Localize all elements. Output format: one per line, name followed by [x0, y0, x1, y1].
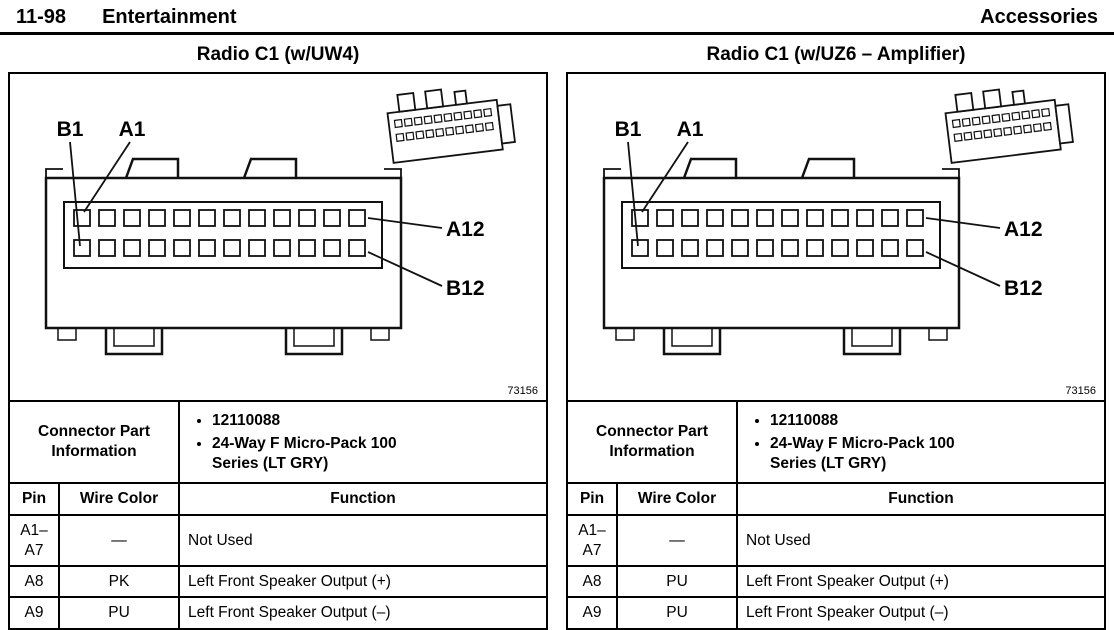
pin-table-row: A9 PU Left Front Speaker Output (–) [566, 596, 1106, 630]
pin-labels: B1 A1 A12 B12 [615, 118, 1043, 300]
wire-color-cell: PU [615, 596, 739, 630]
pin-table-row: A8 PK Left Front Speaker Output (+) [8, 564, 548, 599]
part-info-bullets: 12110088 24-Way F Micro-Pack 100 Series … [736, 399, 1106, 485]
col-header-wire-color: Wire Color [615, 482, 739, 517]
col-header-pin: Pin [8, 482, 60, 517]
connector-front-view [44, 157, 403, 356]
pin-cell: A1– A7 [8, 514, 60, 567]
connector-pin-grid [73, 209, 366, 257]
pin-table-row: A1– A7 — Not Used [566, 514, 1106, 567]
connector-diagram-box: B1 A1 A12 B12 [8, 72, 548, 402]
part-info-label: Connector Part Information [7, 399, 181, 485]
pin-label-b1: B1 [57, 118, 84, 141]
pin-cell: A9 [8, 596, 60, 630]
wire-color-cell: PU [57, 596, 181, 630]
function-cell: Left Front Speaker Output (–) [178, 596, 548, 630]
connector-type: 24-Way F Micro-Pack 100 Series (LT GRY) [770, 434, 995, 473]
pin-labels: B1 A1 A12 B12 [57, 118, 485, 300]
connector-diagram: B1 A1 A12 B12 [602, 88, 1074, 356]
pin-leader-lines [627, 141, 1001, 287]
pin-leader-lines [69, 141, 443, 287]
connector-pin-grid [631, 209, 924, 257]
part-info-bullets: 12110088 24-Way F Micro-Pack 100 Series … [178, 399, 548, 485]
section-title: Entertainment [102, 6, 237, 28]
function-cell: Not Used [736, 514, 1106, 567]
pin-table: Connector Part Information 12110088 24-W… [7, 399, 548, 630]
pin-label-b12: B12 [1004, 277, 1043, 300]
panel-columns: Radio C1 (w/UW4) [0, 35, 1114, 630]
col-header-pin: Pin [566, 482, 618, 517]
pin-cell: A8 [566, 564, 618, 599]
wire-color-cell: — [615, 514, 739, 567]
part-info-row: Connector Part Information 12110088 24-W… [7, 399, 548, 485]
section-number: 11-98 [16, 6, 67, 28]
pin-label-a1: A1 [119, 118, 146, 141]
pin-table: Connector Part Information 12110088 24-W… [565, 399, 1106, 630]
pin-cell: A1– A7 [566, 514, 618, 567]
connector-type: 24-Way F Micro-Pack 100 Series (LT GRY) [212, 434, 437, 473]
function-cell: Left Front Speaker Output (+) [178, 564, 548, 599]
pin-cell: A9 [566, 596, 618, 630]
connector-diagram-box: B1 A1 A12 B12 [566, 72, 1106, 402]
pin-label-a1: A1 [677, 118, 704, 141]
wire-color-cell: — [57, 514, 181, 567]
panel-title: Radio C1 (w/UW4) [196, 44, 360, 65]
pin-label-b12: B12 [446, 277, 485, 300]
figure-number: 73156 [507, 385, 538, 397]
wire-color-cell: PK [57, 564, 181, 599]
pin-label-a12: A12 [1004, 218, 1043, 241]
pin-table-header-row: Pin Wire Color Function [8, 482, 548, 517]
connector-3d-icon [386, 88, 516, 164]
connector-diagram: B1 A1 A12 B12 [44, 88, 516, 356]
pin-label-a12: A12 [446, 218, 485, 241]
part-info-label: Connector Part Information [565, 399, 739, 485]
connector-front-view [602, 157, 961, 356]
connector-panel-uz6: Radio C1 (w/UZ6 – Amplifier) [565, 35, 1106, 630]
pin-table-row: A9 PU Left Front Speaker Output (–) [8, 596, 548, 630]
connector-3d-icon [944, 88, 1074, 164]
pin-table-row: A8 PU Left Front Speaker Output (+) [566, 564, 1106, 599]
pin-table-row: A1– A7 — Not Used [8, 514, 548, 567]
panel-title: Radio C1 (w/UZ6 – Amplifier) [706, 44, 966, 65]
connector-panel-uw4: Radio C1 (w/UW4) [7, 35, 548, 630]
part-number: 12110088 [212, 411, 437, 430]
part-info-row: Connector Part Information 12110088 24-W… [565, 399, 1106, 485]
pin-table-header-row: Pin Wire Color Function [566, 482, 1106, 517]
pin-cell: A8 [8, 564, 60, 599]
col-header-function: Function [178, 482, 548, 517]
function-cell: Not Used [178, 514, 548, 567]
header-right-title: Accessories [980, 6, 1098, 28]
function-cell: Left Front Speaker Output (+) [736, 564, 1106, 599]
page-header: 11-98 Entertainment Accessories [0, 0, 1114, 35]
pin-label-b1: B1 [615, 118, 642, 141]
col-header-wire-color: Wire Color [57, 482, 181, 517]
wire-color-cell: PU [615, 564, 739, 599]
figure-number: 73156 [1065, 385, 1096, 397]
function-cell: Left Front Speaker Output (–) [736, 596, 1106, 630]
part-number: 12110088 [770, 411, 995, 430]
col-header-function: Function [736, 482, 1106, 517]
